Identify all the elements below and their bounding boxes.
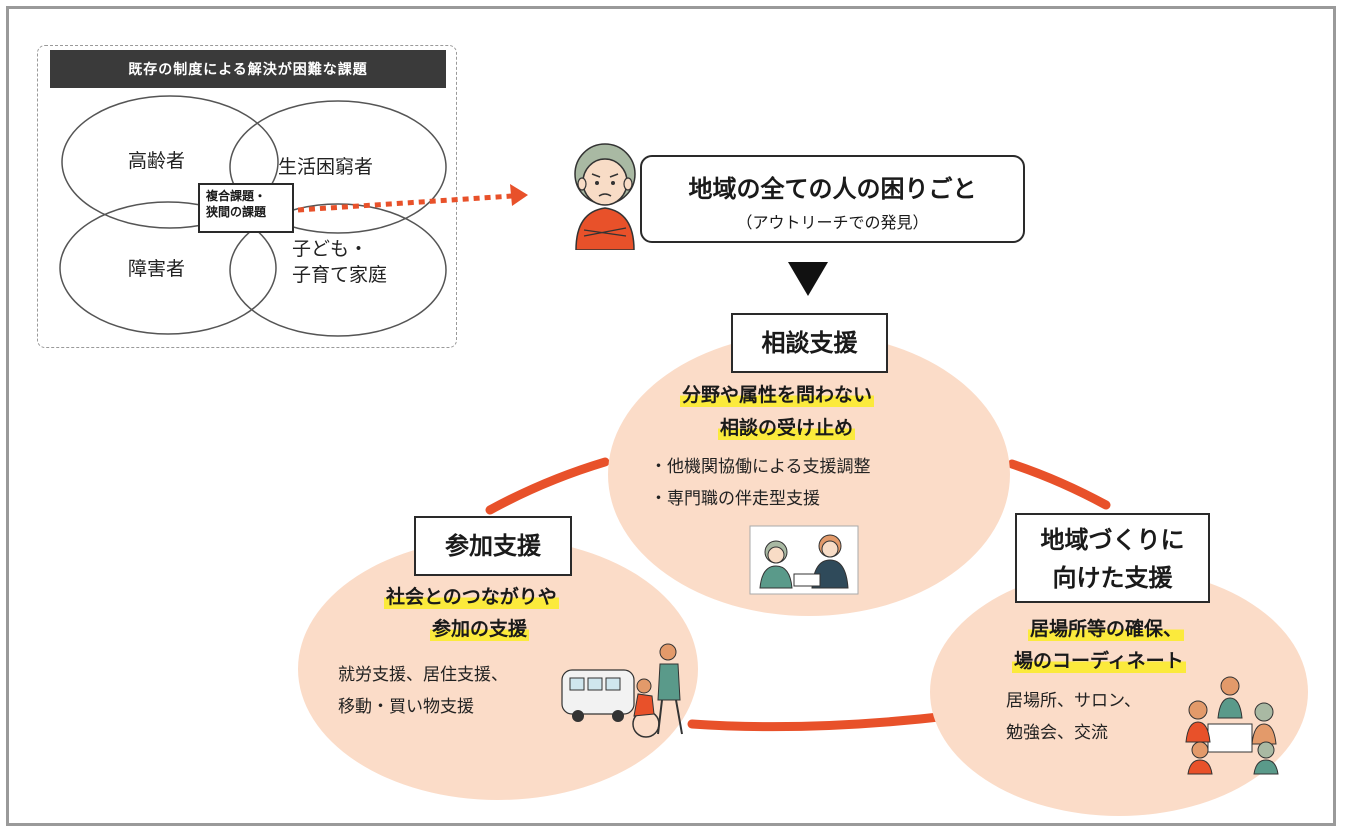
consultation-label: 相談支援 [731, 313, 888, 373]
consultation-bullet-1: ・他機関協働による支援調整 [650, 457, 871, 477]
community-building-circle [930, 568, 1308, 816]
complex-issue-line1: 複合課題・ [206, 189, 267, 203]
participation-highlight-1: 社会とのつながりや [384, 582, 559, 609]
dotted-arrow-head [510, 184, 528, 206]
community-issue-box: 地域の全ての人の困りごと （アウトリーチでの発見） [640, 155, 1025, 243]
venn-header: 既存の制度による解決が困難な課題 [50, 50, 446, 88]
community-building-line-2: 勉強会、交流 [1006, 723, 1108, 743]
worried-person-icon [574, 143, 636, 250]
participation-line-2: 移動・買い物支援 [338, 697, 474, 717]
connector-participation-consultation [485, 457, 610, 515]
participation-highlight-2: 参加の支援 [430, 614, 530, 641]
transport-support-illustration [561, 643, 683, 738]
participation-line-1: 就労支援、居住支援、 [338, 665, 508, 685]
consultation-highlight-1: 分野や属性を問わない [680, 380, 875, 407]
consultation-bullet-2: ・専門職の伴走型支援 [650, 489, 820, 509]
community-building-highlight-2: 場のコーディネート [1012, 646, 1186, 673]
dotted-arrow-line [297, 193, 513, 213]
venn-label-disability: 障害者 [128, 258, 186, 280]
venn-label-children: 子ども・ [292, 238, 369, 260]
community-building-line-1: 居場所、サロン、 [1006, 691, 1141, 711]
consultation-highlight-2: 相談の受け止め [718, 413, 856, 440]
community-issue-subtitle: （アウトリーチでの発見） [736, 213, 929, 232]
venn-ellipse-disability [59, 201, 277, 335]
counseling-illustration [749, 525, 859, 595]
venn-label-poverty: 生活困窮者 [278, 156, 374, 178]
community-building-label: 地域づくりに 向けた支援 [1015, 513, 1210, 603]
down-arrow-icon [788, 262, 828, 296]
community-issue-title: 地域の全ての人の困りごと [688, 175, 977, 203]
complex-issue-box: 複合課題・ 狭間の課題 [198, 183, 294, 233]
gathering-illustration [1185, 676, 1279, 775]
complex-issue-line2: 狭間の課題 [206, 204, 267, 219]
venn-ellipse-children [229, 203, 447, 337]
connector-participation-community [687, 711, 953, 732]
community-building-label-line1: 地域づくりに [1040, 526, 1185, 554]
venn-ellipse-poverty [229, 100, 447, 234]
venn-label-elderly: 高齢者 [128, 150, 186, 172]
venn-label-childrearing: 子育て家庭 [292, 264, 388, 286]
participation-circle [298, 538, 698, 800]
community-building-label-line2: 向けた支援 [1052, 564, 1173, 592]
connector-consultation-community [1007, 459, 1111, 510]
community-building-highlight-1: 居場所等の確保、 [1028, 614, 1185, 641]
participation-label: 参加支援 [414, 516, 572, 576]
venn-ellipse-elderly [61, 95, 279, 229]
